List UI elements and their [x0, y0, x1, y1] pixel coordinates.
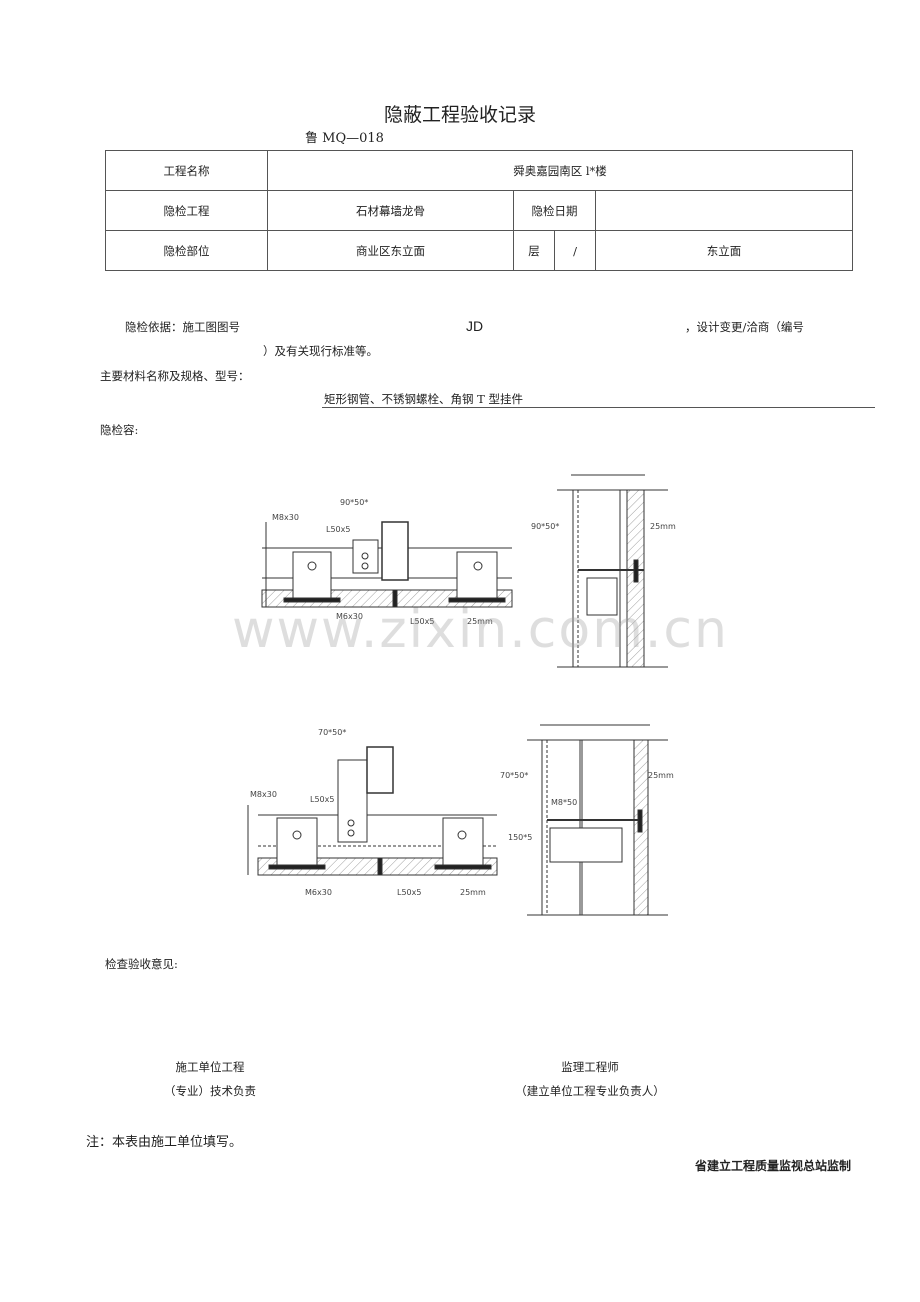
- page-title: 隐蔽工程验收记录: [383, 104, 536, 126]
- floor: /: [554, 230, 596, 271]
- materials-value: 矩形钢管、不锈钢螺栓、角钢 T 型挂件: [324, 392, 523, 406]
- opinion-label: 检查验收意见:: [105, 957, 178, 971]
- label: M8*50: [551, 798, 577, 807]
- info-table: 工程名称 舜奥嘉园南区 l*楼 隐检工程 石材幕墙龙骨 隐检日期 隐检部位 商业…: [105, 150, 853, 271]
- label: 90*50*: [531, 522, 559, 531]
- label: L50x5: [397, 888, 421, 897]
- label: L50x5: [410, 617, 434, 626]
- project-name-label: 工程名称: [105, 150, 268, 191]
- supervisor-signature-line2: （建立单位工程专业负责人）: [515, 1084, 665, 1098]
- inspection-date-label: 隐检日期: [513, 190, 596, 231]
- basis-tail: ）及有关现行标准等。: [263, 344, 378, 358]
- label: 25mm: [648, 771, 674, 780]
- contractor-signature-line2: （专业）技术负责: [164, 1084, 256, 1098]
- drawing-section-bottom: [527, 724, 668, 916]
- label: 70*50*: [500, 771, 528, 780]
- label: M8x30: [272, 513, 299, 522]
- drawing-plan-bottom: [247, 746, 498, 876]
- inspection-item: 石材幕墙龙骨: [267, 190, 514, 231]
- inspection-date: [595, 190, 853, 231]
- drawing-number: JD: [466, 318, 484, 334]
- label: M8x30: [250, 790, 277, 799]
- note: 注：本表由施工单位填写。: [86, 1135, 243, 1150]
- label: 150*5: [508, 833, 532, 842]
- label: 70*50*: [318, 728, 346, 737]
- label: L50x5: [326, 525, 350, 534]
- supervisor-signature-line1: 监理工程师: [561, 1060, 619, 1074]
- materials-underline: [322, 407, 875, 408]
- label: 90*50*: [340, 498, 368, 507]
- drawing-plan-top: [261, 521, 513, 608]
- location-label: 隐检部位: [105, 230, 268, 271]
- label: M6x30: [305, 888, 332, 897]
- floor-label: 层: [513, 230, 555, 271]
- label: M6x30: [336, 612, 363, 621]
- materials-label: 主要材料名称及规格、型号：: [100, 369, 250, 383]
- content-label: 隐检容:: [100, 423, 139, 437]
- contractor-signature-line1: 施工单位工程: [175, 1060, 245, 1074]
- issuer: 省建立工程质量监视总站监制: [694, 1159, 851, 1173]
- label: 25mm: [467, 617, 493, 626]
- label: 25mm: [650, 522, 676, 531]
- basis-label: 隐检依据：施工图图号: [125, 320, 240, 334]
- form-code: 鲁 MQ—018: [305, 131, 384, 146]
- design-change-text: ，设计变更/洽商（编号: [685, 320, 804, 334]
- drawing-section-top: [557, 474, 668, 668]
- label: 25mm: [460, 888, 486, 897]
- elevation: 东立面: [595, 230, 853, 271]
- label: L50x5: [310, 795, 334, 804]
- location: 商业区东立面: [267, 230, 514, 271]
- watermark: www.zixin.com.cn: [232, 600, 729, 660]
